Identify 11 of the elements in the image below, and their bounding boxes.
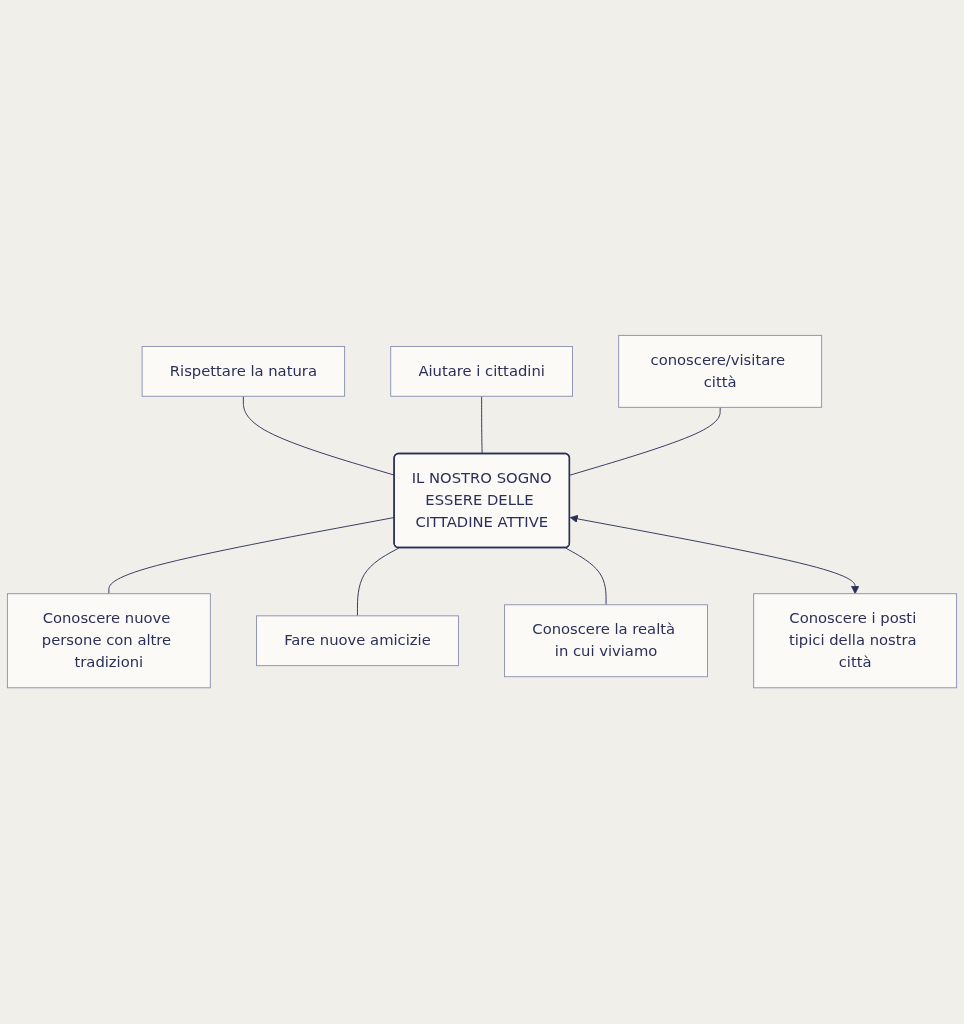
- connector: [357, 547, 400, 617]
- node-box: Aiutare i cittadini: [390, 346, 573, 398]
- connector: [569, 407, 721, 477]
- node-box: Conoscere la realtà in cui viviamo: [504, 604, 708, 678]
- node-box: Conoscere nuove persone con altre tradizioni: [6, 593, 211, 689]
- node-box: conoscere/visitare città: [618, 335, 823, 409]
- node-box: Fare nuove amicizie: [256, 615, 459, 667]
- node-box: Rispettare la natura: [141, 346, 346, 398]
- connector: [565, 547, 607, 606]
- node-box: Conoscere i posti tipici della nostra città: [753, 593, 958, 689]
- connector: [481, 396, 483, 455]
